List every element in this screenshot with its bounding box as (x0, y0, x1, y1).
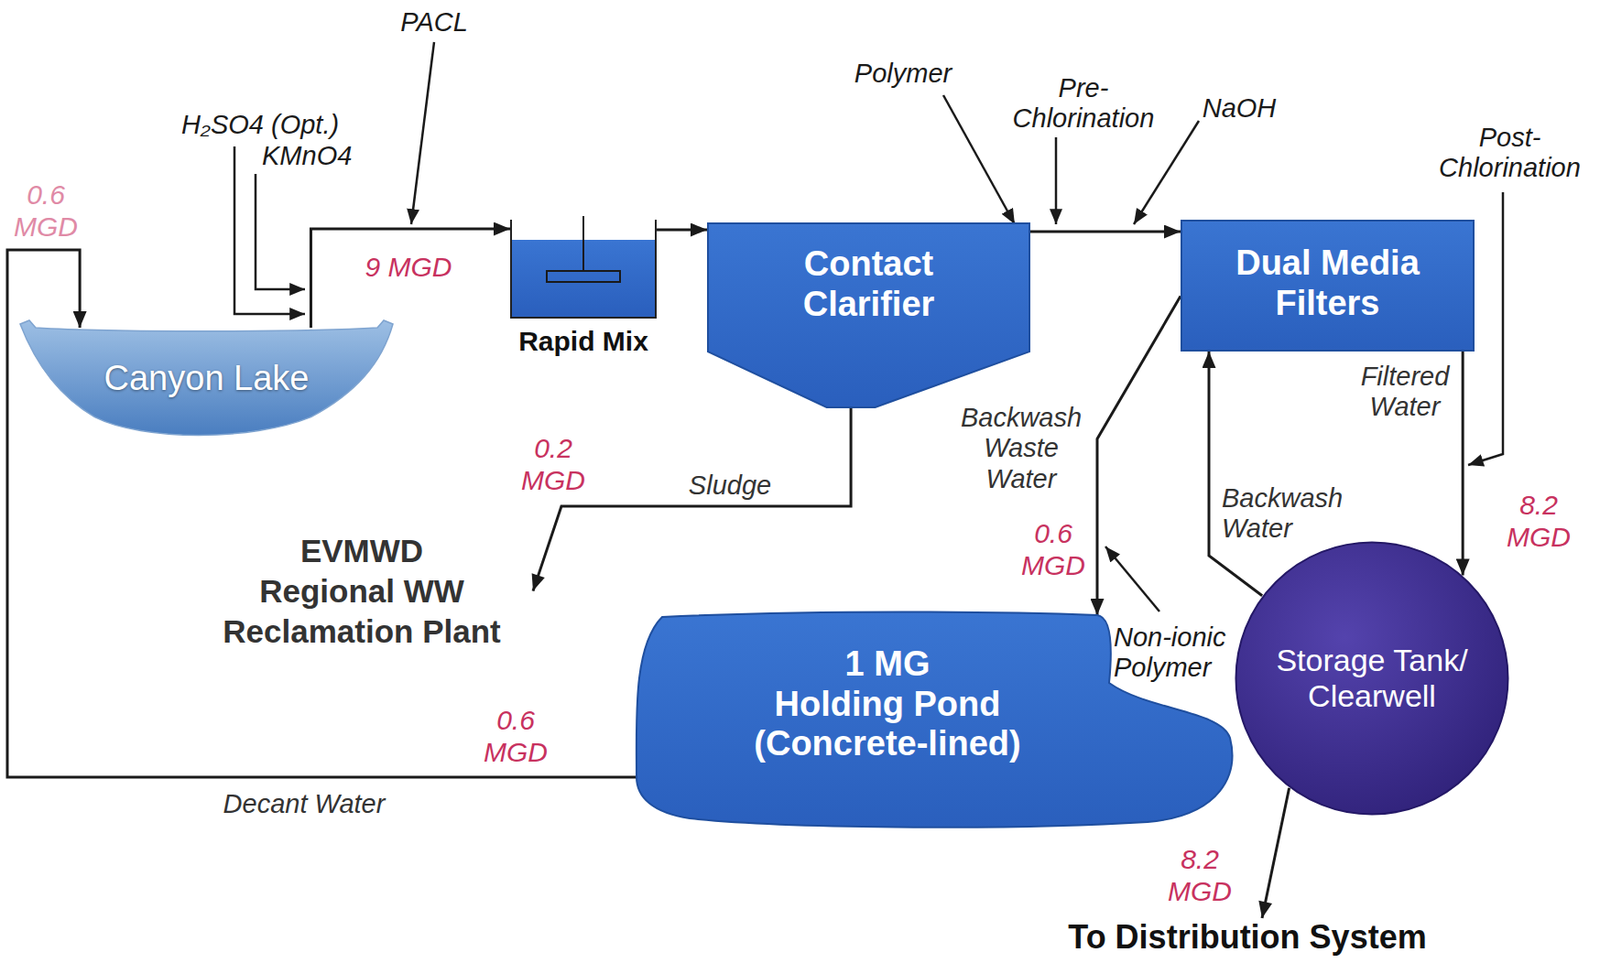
edge-label: Backwash Water (1221, 483, 1343, 545)
flow-rate-label: 0.2 MGD (521, 433, 586, 497)
edge-label: Backwash Waste Water (960, 402, 1082, 495)
edge-label: 9 MGD (364, 251, 452, 284)
flow-rate-label: 0.6 MGD (1021, 518, 1086, 582)
chemical-label: NaOH (1202, 93, 1277, 124)
chemical-label: Pre- Chlorination (991, 73, 1176, 135)
flow-connector (1097, 296, 1181, 616)
edge-label: 8.2 MGD (1167, 844, 1232, 908)
acid-feed-arrow (234, 146, 305, 315)
node-text: Canyon Lake (20, 359, 393, 400)
chemical-label: KMnO4 (261, 141, 352, 172)
flow-rate-label: 0.6 MGD (483, 705, 548, 769)
prechlorination-feed-arrow (1055, 137, 1058, 225)
chemical-feed-arrows (234, 42, 1503, 612)
box-outline (1181, 220, 1474, 351)
chemical-label: Post- Chlorination (1419, 122, 1600, 185)
clarifier-outline (707, 223, 1030, 408)
edge-label: Filtered Water (1360, 361, 1450, 424)
flow-connector (1208, 351, 1263, 597)
chemical-label: Non-ionic Polymer (1113, 622, 1261, 685)
edge-label: Sludge (688, 470, 772, 501)
node-text: Holding Pond (Concrete-lined) (722, 685, 1053, 765)
node-text: To Distribution System (1067, 918, 1426, 957)
tank-outline (1236, 543, 1509, 816)
caustic-feed-arrow (1133, 120, 1199, 225)
pacl-feed-arrow (411, 42, 435, 225)
polymer-feed-arrow (943, 95, 1015, 225)
circle-shape (1234, 541, 1510, 817)
contact-clarifier: Contact Clarifier (707, 222, 1031, 409)
dual-media-filters: Dual Media Filters (1180, 219, 1475, 352)
flow-rate-label: 0.6 MGD (13, 179, 78, 243)
flow-connector (533, 408, 851, 592)
flow-rate-label: 8.2 MGD (1506, 489, 1571, 554)
node-text: 1 MG (634, 644, 1141, 686)
flow-connector (1461, 351, 1465, 576)
flow-connector (656, 228, 708, 232)
node-text: Rapid Mix (510, 326, 657, 359)
node-text: Regional WW Reclamation Plant (192, 571, 532, 653)
edge-label: Decant Water (223, 789, 386, 820)
lake-node: Canyon Lake (20, 320, 393, 442)
flow-connector (1030, 230, 1181, 234)
lake-outline (20, 320, 393, 436)
node-text: EVMWD (192, 531, 532, 572)
flow-connector (310, 228, 511, 328)
mixer-shaft (582, 216, 585, 272)
distribution-node: To Distribution System (1067, 918, 1426, 957)
node-text: Storage Tank/ Clearwell (1252, 642, 1492, 715)
clearwell-tank: Storage Tank/ Clearwell (1234, 541, 1510, 817)
chemical-label: Polymer (854, 58, 952, 89)
rapid-mix-tank: Rapid Mix (510, 219, 657, 359)
chemical-label: PACL (400, 7, 469, 38)
node-text: Contact Clarifier (768, 244, 970, 325)
permanganate-feed-arrow (255, 174, 305, 290)
mixer-impeller (546, 271, 621, 283)
reclamation-plant-node: EVMWDRegional WW Reclamation Plant (192, 531, 532, 652)
flow-connector (1262, 788, 1290, 919)
chemical-label: H₂SO4 (Opt.) (181, 109, 339, 141)
node-text: Dual Media Filters (1204, 243, 1452, 324)
nonionic-polymer-feed-arrow (1105, 546, 1160, 612)
